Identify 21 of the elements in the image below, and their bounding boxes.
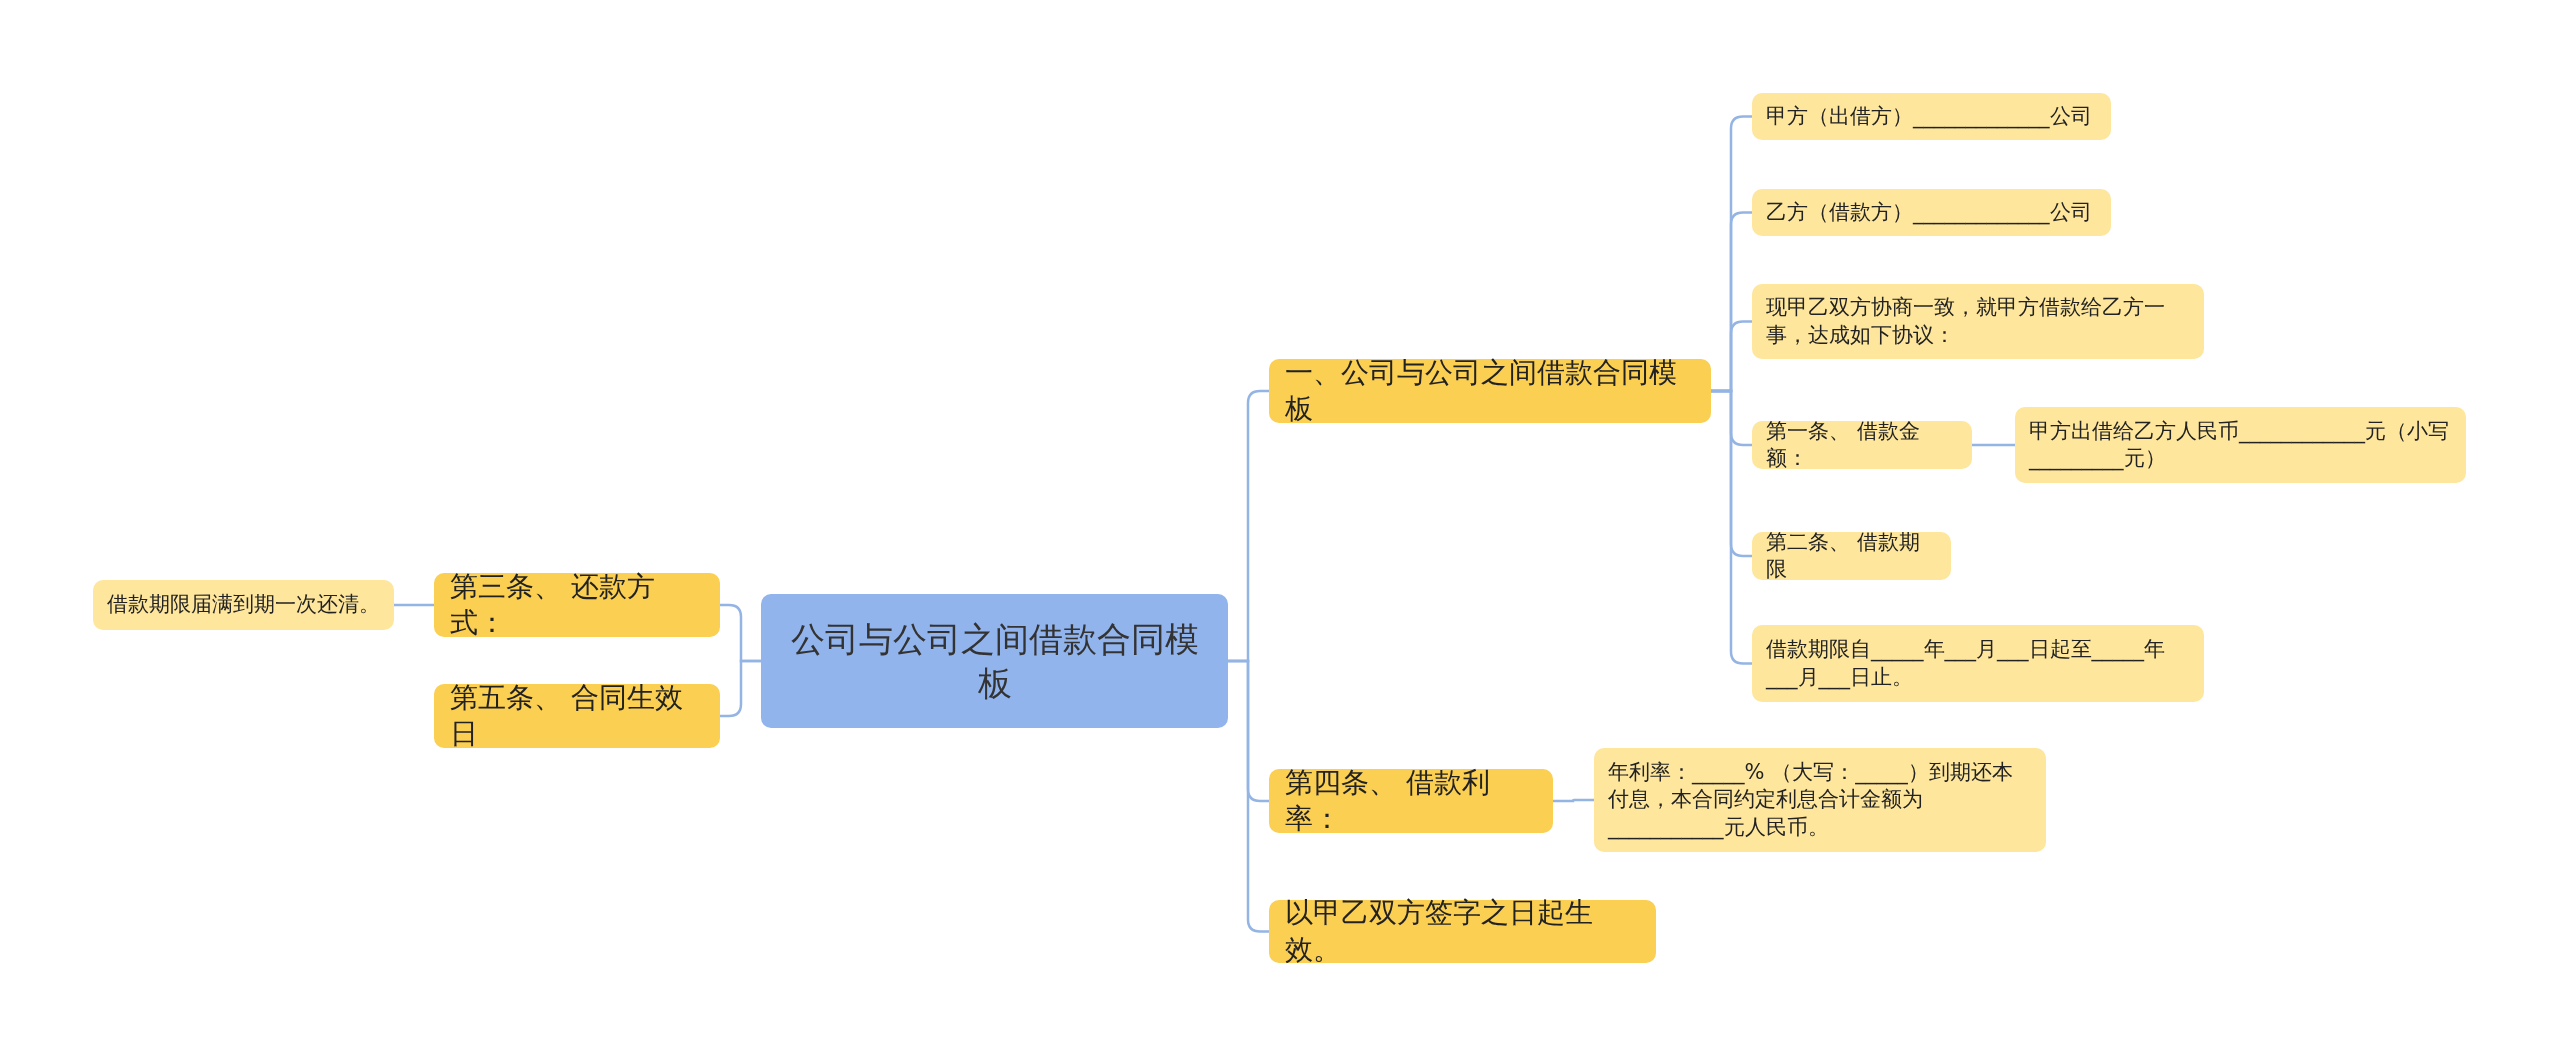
connector-line	[394, 603, 434, 607]
topic-box: 以甲乙双方签字之日起生效。	[1269, 900, 1656, 963]
topic-box: 第五条、 合同生效日	[434, 684, 720, 748]
connector-line	[1972, 443, 2015, 447]
connector-line	[1228, 659, 1269, 933]
subtopic-box: 甲方（出借方）_____________公司	[1752, 93, 2111, 140]
connector-line	[720, 659, 761, 718]
connector-line	[1553, 798, 1594, 803]
subtopic-box: 第二条、 借款期限	[1752, 532, 1951, 580]
connector-line	[1711, 389, 1752, 665]
subtopic-box: 乙方（借款方）_____________公司	[1752, 189, 2111, 236]
topic-box: 一、公司与公司之间借款合同模板	[1269, 359, 1711, 423]
subtopic-box: 年利率：_____% （大写：_____）到期还本付息，本合同约定利息合计金额为___________元人民币。	[1594, 748, 2046, 852]
central-topic-box: 公司与公司之间借款合同模板	[761, 594, 1228, 728]
subtopic-box: 甲方出借给乙方人民币____________元（小写_________元）	[2015, 407, 2466, 483]
subtopic-box: 借款期限届满到期一次还清。	[93, 580, 394, 630]
subtopic-box: 第一条、 借款金额：	[1752, 421, 1972, 469]
subtopic-box: 现甲乙双方协商一致，就甲方借款给乙方一事，达成如下协议：	[1752, 284, 2204, 359]
subtopic-box: 借款期限自_____年___月___日起至_____年___月___日止。	[1752, 625, 2204, 702]
topic-box: 第三条、 还款方式：	[434, 573, 720, 637]
topic-box: 第四条、 借款利率：	[1269, 769, 1553, 833]
